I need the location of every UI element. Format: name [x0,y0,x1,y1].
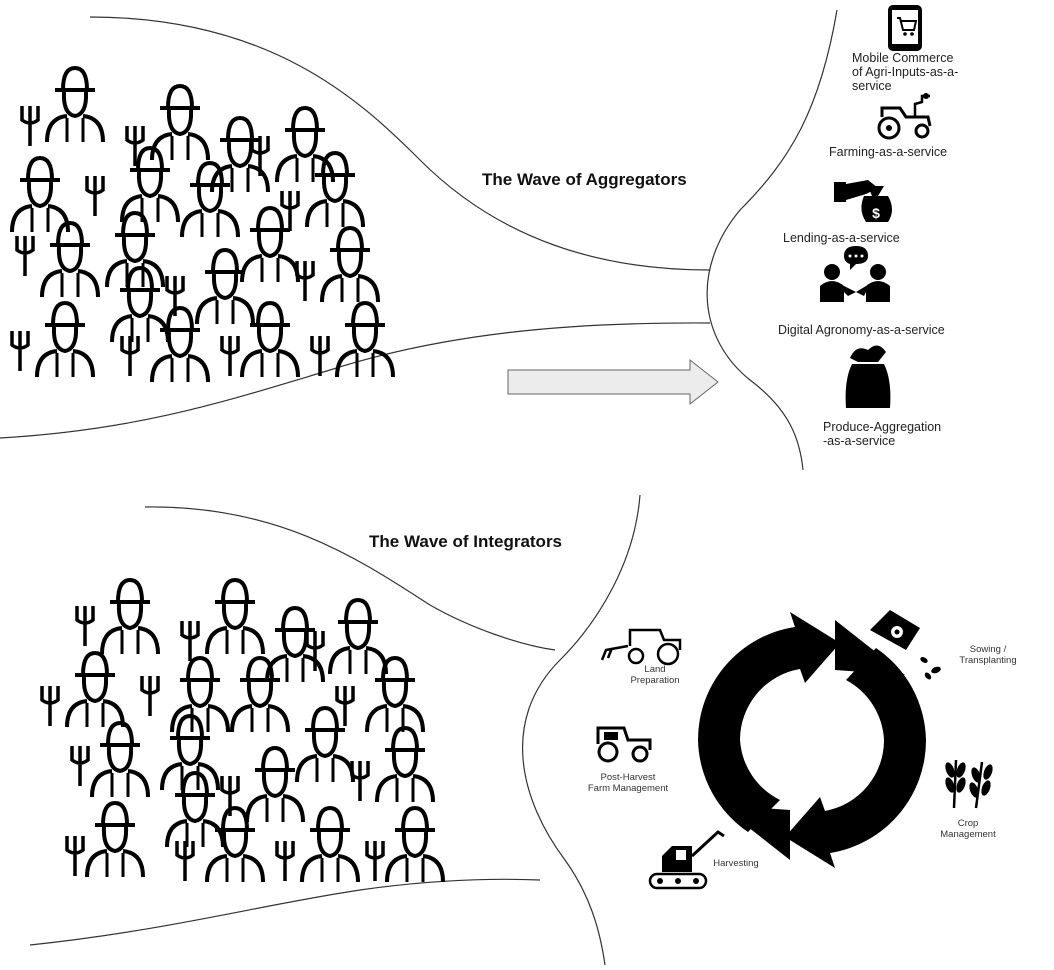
seed-packet-icon [870,610,941,680]
stage-sowing-label: Sowing / Transplanting [959,644,1017,666]
wheat-icon [945,759,993,809]
stage-post-harvest-label: Post-Harvest Farm Management [587,772,669,794]
bottom-funnel-lines [29,494,641,966]
farmers-crowd-icon [10,66,395,384]
integrators-title: The Wave of Integrators [369,532,563,551]
harvester-icon [648,830,725,890]
mobile-cart-icon [888,5,922,51]
stage-land-preparation-label: Land Preparation [630,664,680,686]
svg-text:$: $ [872,205,880,221]
service-mobile-commerce-label: Mobile Commerce of Agri-Inputs-as-a- ser… [852,51,959,93]
tractor-icon [877,93,932,140]
service-farming-label: Farming-as-a-service [829,145,948,159]
cycle-arrows-icon [697,612,927,868]
people-chat-icon [820,246,890,302]
aggregators-title: The Wave of Aggregators [482,170,687,189]
farmers-crowd-icon-bottom [40,578,445,884]
stage-harvesting-label: Harvesting [713,858,759,869]
service-digital-agronomy-label: Digital Agronomy-as-a-service [778,323,945,337]
grain-sack-icon [845,345,891,408]
right-arrow-icon [507,358,719,406]
service-produce-aggregation-label: Produce-Aggregation -as-a-service [823,420,942,448]
stage-crop-management-label: Crop Management [940,818,996,840]
service-lending-label: Lending-as-a-service [783,231,900,245]
tractor-plough-icon [600,628,682,666]
tractor-icon-post-harvest [596,726,652,763]
money-hand-icon: $ [834,180,892,222]
top-funnel-lines [0,9,838,471]
